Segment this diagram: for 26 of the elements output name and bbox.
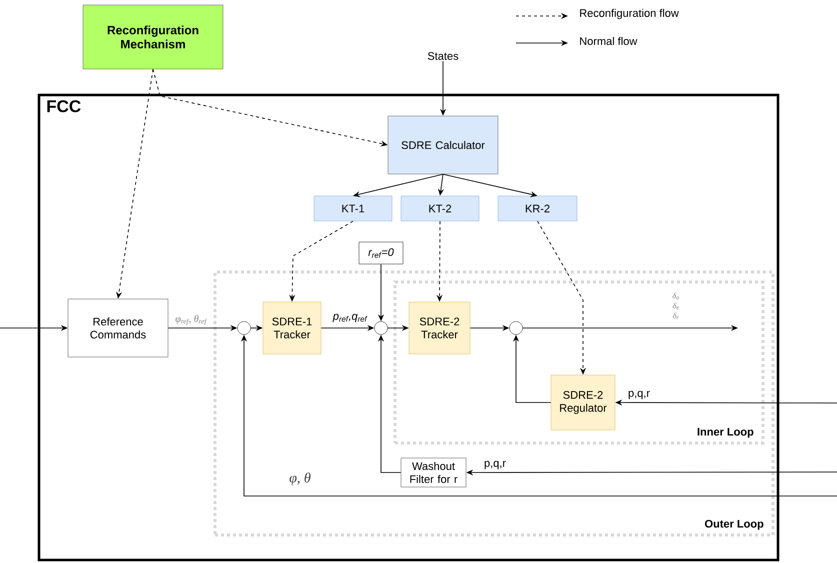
reference-box: r$_{ref}$=0 bbox=[358, 242, 404, 264]
controller-box: SDRE-2 Tracker bbox=[408, 302, 470, 354]
edge-label: δ$_{a}$ δ$_{e}$ δ$_{r}$ bbox=[672, 292, 679, 320]
edge-label: φ$_{ref}$, θ$_{ref}$ bbox=[176, 315, 208, 325]
edge-label: p,q,r bbox=[628, 390, 650, 400]
gain-box: KT-1 bbox=[314, 196, 392, 222]
gain-box: KT-2 bbox=[400, 196, 480, 222]
region-title: FCC bbox=[47, 100, 81, 112]
controller-box: SDRE-1 Tracker bbox=[262, 302, 322, 354]
edge-label: p,q,r bbox=[484, 460, 506, 470]
controller-box: SDRE-2 Regulator bbox=[550, 374, 616, 430]
mechanism-box: Reconfiguration Mechanism bbox=[82, 4, 224, 70]
gain-box: KR-2 bbox=[498, 196, 578, 222]
summing-junction bbox=[237, 321, 251, 335]
region-title: Outer Loop bbox=[705, 520, 764, 530]
block-box: Reference Commands bbox=[68, 298, 168, 358]
input-label: States bbox=[428, 52, 458, 60]
summing-junction bbox=[509, 321, 523, 335]
summing-junction bbox=[374, 321, 388, 335]
block-box: Washout Filter for r bbox=[400, 458, 466, 488]
region-title: Inner Loop bbox=[698, 428, 754, 438]
edge-label: p$_{ref}$,q$_{ref}$ bbox=[332, 314, 368, 322]
calculator-box: SDRE Calculator bbox=[388, 116, 498, 174]
legend-label: Reconfiguration flow bbox=[580, 8, 679, 20]
edge-label: φ, θ bbox=[290, 472, 310, 486]
legend-label: Normal flow bbox=[580, 36, 638, 46]
